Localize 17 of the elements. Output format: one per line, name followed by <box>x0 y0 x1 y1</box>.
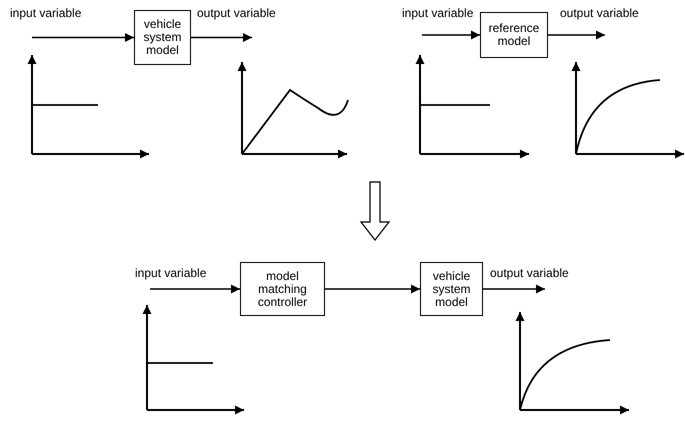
edge-label: output variable <box>560 6 639 20</box>
arrow <box>422 30 480 40</box>
edge-label: input variable <box>135 266 206 280</box>
edge-label: input variable <box>10 6 82 20</box>
process-box: vehicle system model <box>420 262 483 316</box>
process-box: vehicle system model <box>134 10 191 65</box>
edge-label: output variable <box>197 6 276 20</box>
arrow <box>191 33 252 42</box>
arrow <box>32 33 134 42</box>
process-box: model matching controller <box>240 262 325 316</box>
arrow <box>548 30 605 40</box>
edge-label: output variable <box>490 266 569 280</box>
arrow <box>150 284 240 294</box>
arrow <box>483 284 545 294</box>
edge-label: input variable <box>402 6 474 20</box>
arrow <box>325 284 420 294</box>
process-box: reference model <box>480 12 548 58</box>
